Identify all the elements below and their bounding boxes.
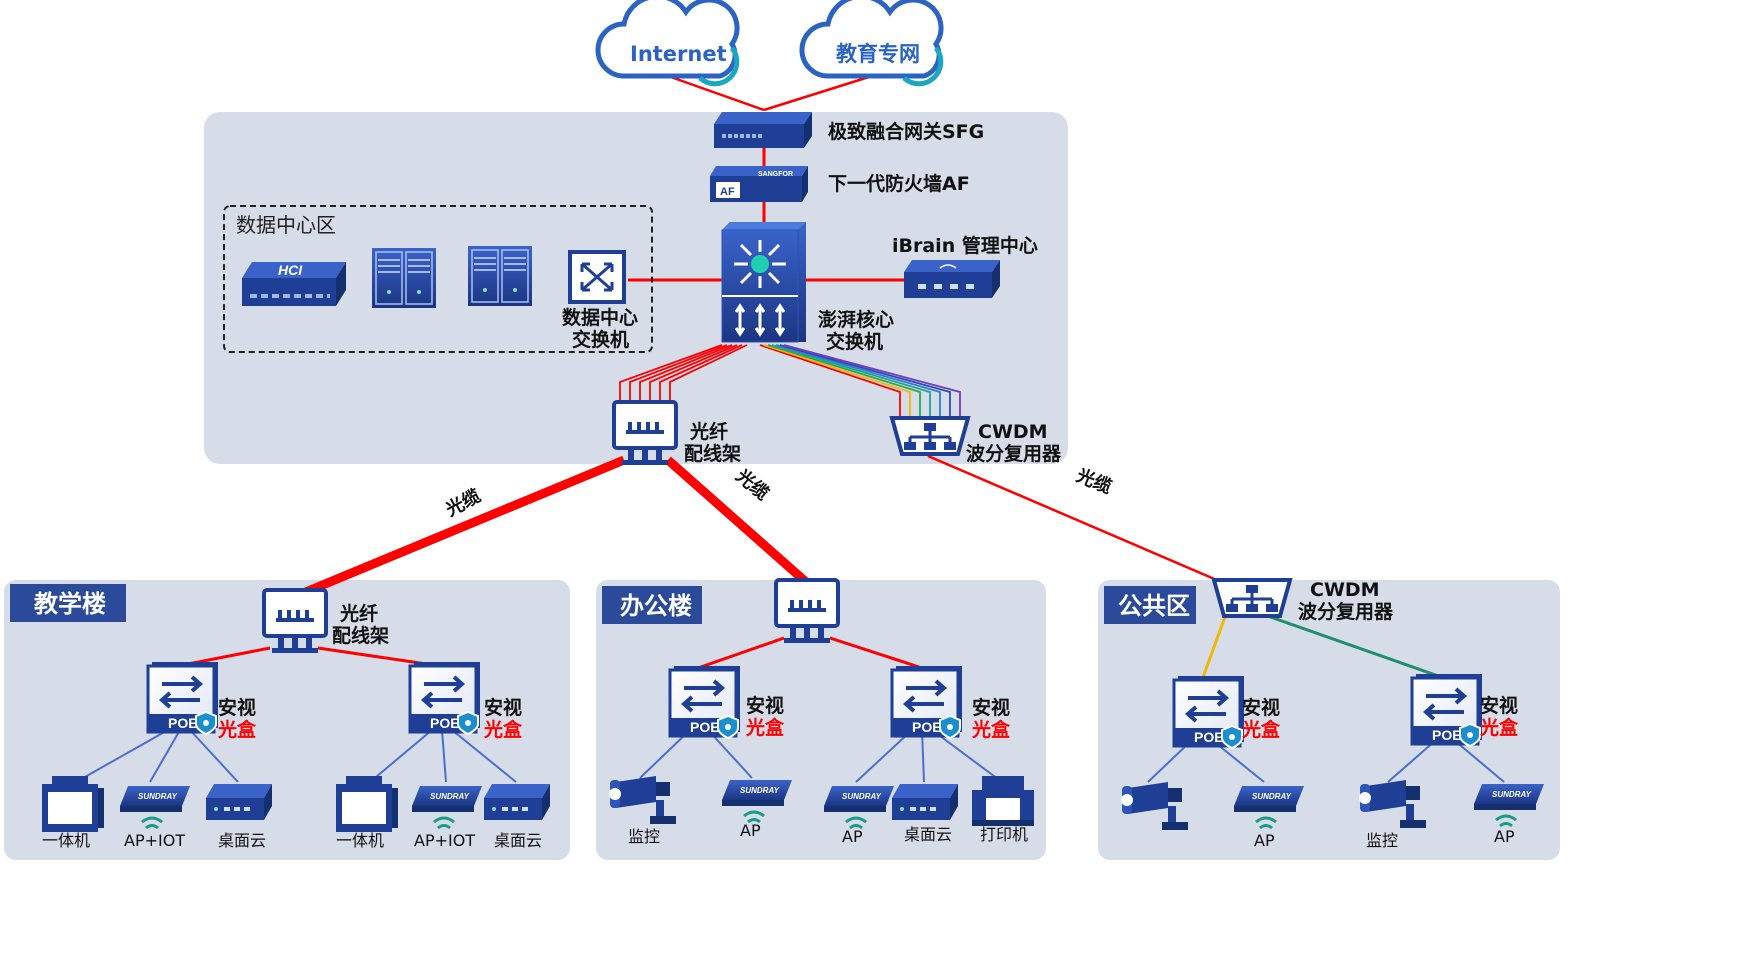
cable-label-public: 光缆 [1072, 464, 1115, 498]
dc-switch-label-2: 交换机 [572, 328, 629, 351]
ibrain-icon [904, 260, 1000, 298]
public-box1-label-2: 光盒 [1241, 718, 1281, 741]
sfg-label: 极致融合网关SFG [828, 120, 984, 143]
teaching-title: 教学楼 [34, 590, 106, 618]
aio-terminal-icon [42, 776, 104, 832]
teaching-dev-r2: 桌面云 [494, 831, 542, 850]
office-box2-label-2: 光盒 [971, 718, 1011, 741]
core-fiber-frame-label-1: 光纤 [689, 420, 728, 443]
core-cwdm-label-2: 波分复用器 [966, 442, 1062, 465]
teaching-header: 教学楼 [10, 584, 126, 622]
office-box2-label-1: 安视 [972, 696, 1010, 719]
server-rack-2-icon [467, 245, 533, 307]
af-badge-text: AF [720, 186, 735, 198]
fiber-bundle-left [619, 344, 748, 408]
firewall-af-icon: AF SANGFOR [710, 166, 808, 202]
desktop-cloud-icon [484, 784, 550, 820]
office-box1-label-2: 光盒 [745, 716, 785, 739]
office-optbox-1-icon [668, 664, 742, 740]
teaching-box1-label-1: 安视 [218, 696, 256, 719]
public-cwdm-label-2: 波分复用器 [1298, 600, 1394, 623]
public-cwdm-icon [1212, 578, 1292, 618]
public-box2-label-1: 安视 [1480, 694, 1518, 717]
dc-switch-label-1: 数据中心 [562, 306, 638, 329]
public-dev-r1: AP [1494, 827, 1515, 846]
hci-badge-text: HCI [278, 262, 303, 278]
cable-label-office: 光缆 [731, 464, 773, 505]
office-header: 办公楼 [602, 586, 702, 624]
sfg-gateway-icon [714, 112, 812, 148]
office-optbox-2-icon [890, 664, 964, 740]
office-title: 办公楼 [620, 592, 692, 620]
sangfor-brand-text: SANGFOR [758, 171, 793, 178]
aio-terminal-icon [336, 776, 398, 832]
teaching-dev-r0: 一体机 [336, 831, 384, 850]
server-rack-1-icon [371, 247, 437, 309]
desktop-cloud-icon [206, 784, 272, 820]
core-switch-label-2: 交换机 [826, 330, 883, 353]
edu-net-label: 教育专网 [836, 42, 920, 66]
teaching-frame-label-2: 配线架 [332, 624, 389, 647]
teaching-optbox-2-icon [408, 660, 482, 736]
datacenter-zone: 数据中心区 [223, 205, 653, 353]
core-cwdm-label-1: CWDM [978, 421, 1048, 443]
core-switch-label-1: 澎湃核心 [818, 308, 894, 331]
teaching-dev-r1: AP+IOT [414, 831, 475, 850]
public-box2-label-2: 光盒 [1479, 716, 1519, 739]
core-fiber-frame-label-2: 配线架 [684, 442, 741, 465]
public-optbox-2-icon [1410, 672, 1484, 748]
hci-server-icon: HCI [242, 262, 346, 306]
office-dev-r0: AP [842, 827, 863, 846]
public-dev-r0: 监控 [1366, 831, 1398, 850]
teaching-box2-label-1: 安视 [484, 696, 522, 719]
core-cwdm-icon [890, 416, 970, 456]
teaching-box2-label-2: 光盒 [483, 718, 523, 741]
teaching-box1-label-2: 光盒 [217, 718, 257, 741]
public-optbox-1-icon [1172, 674, 1246, 750]
public-title: 公共区 [1118, 592, 1190, 620]
teaching-frame-label-1: 光纤 [339, 602, 378, 625]
office-dev-l1: AP [740, 821, 761, 840]
public-header: 公共区 [1104, 586, 1196, 624]
desktop-cloud-icon [892, 784, 958, 820]
core-switch-icon [721, 222, 806, 343]
office-dev-l0: 监控 [628, 827, 660, 846]
edu-net-cloud: 教育专网 [799, 0, 944, 87]
public-cwdm-label-1: CWDM [1310, 579, 1380, 601]
office-box1-label-1: 安视 [746, 694, 784, 717]
office-dev-r2: 打印机 [980, 825, 1028, 844]
public-box1-label-1: 安视 [1242, 696, 1280, 719]
datacenter-zone-label: 数据中心区 [236, 213, 336, 237]
teaching-dev-l2: 桌面云 [218, 831, 266, 850]
internet-cloud: Internet [595, 0, 740, 87]
teaching-dev-l1: AP+IOT [124, 831, 185, 850]
teaching-optbox-1-icon [146, 660, 220, 736]
ibrain-label: iBrain 管理中心 [892, 234, 1038, 257]
fiber-bundle-right [759, 344, 961, 418]
teaching-dev-l0: 一体机 [42, 831, 90, 850]
links [75, 74, 1505, 783]
office-dev-r1: 桌面云 [904, 825, 952, 844]
public-dev-l1: AP [1254, 831, 1275, 850]
datacenter-switch-icon [568, 250, 626, 304]
internet-label: Internet [630, 42, 727, 66]
af-label: 下一代防火墙AF [828, 172, 970, 195]
